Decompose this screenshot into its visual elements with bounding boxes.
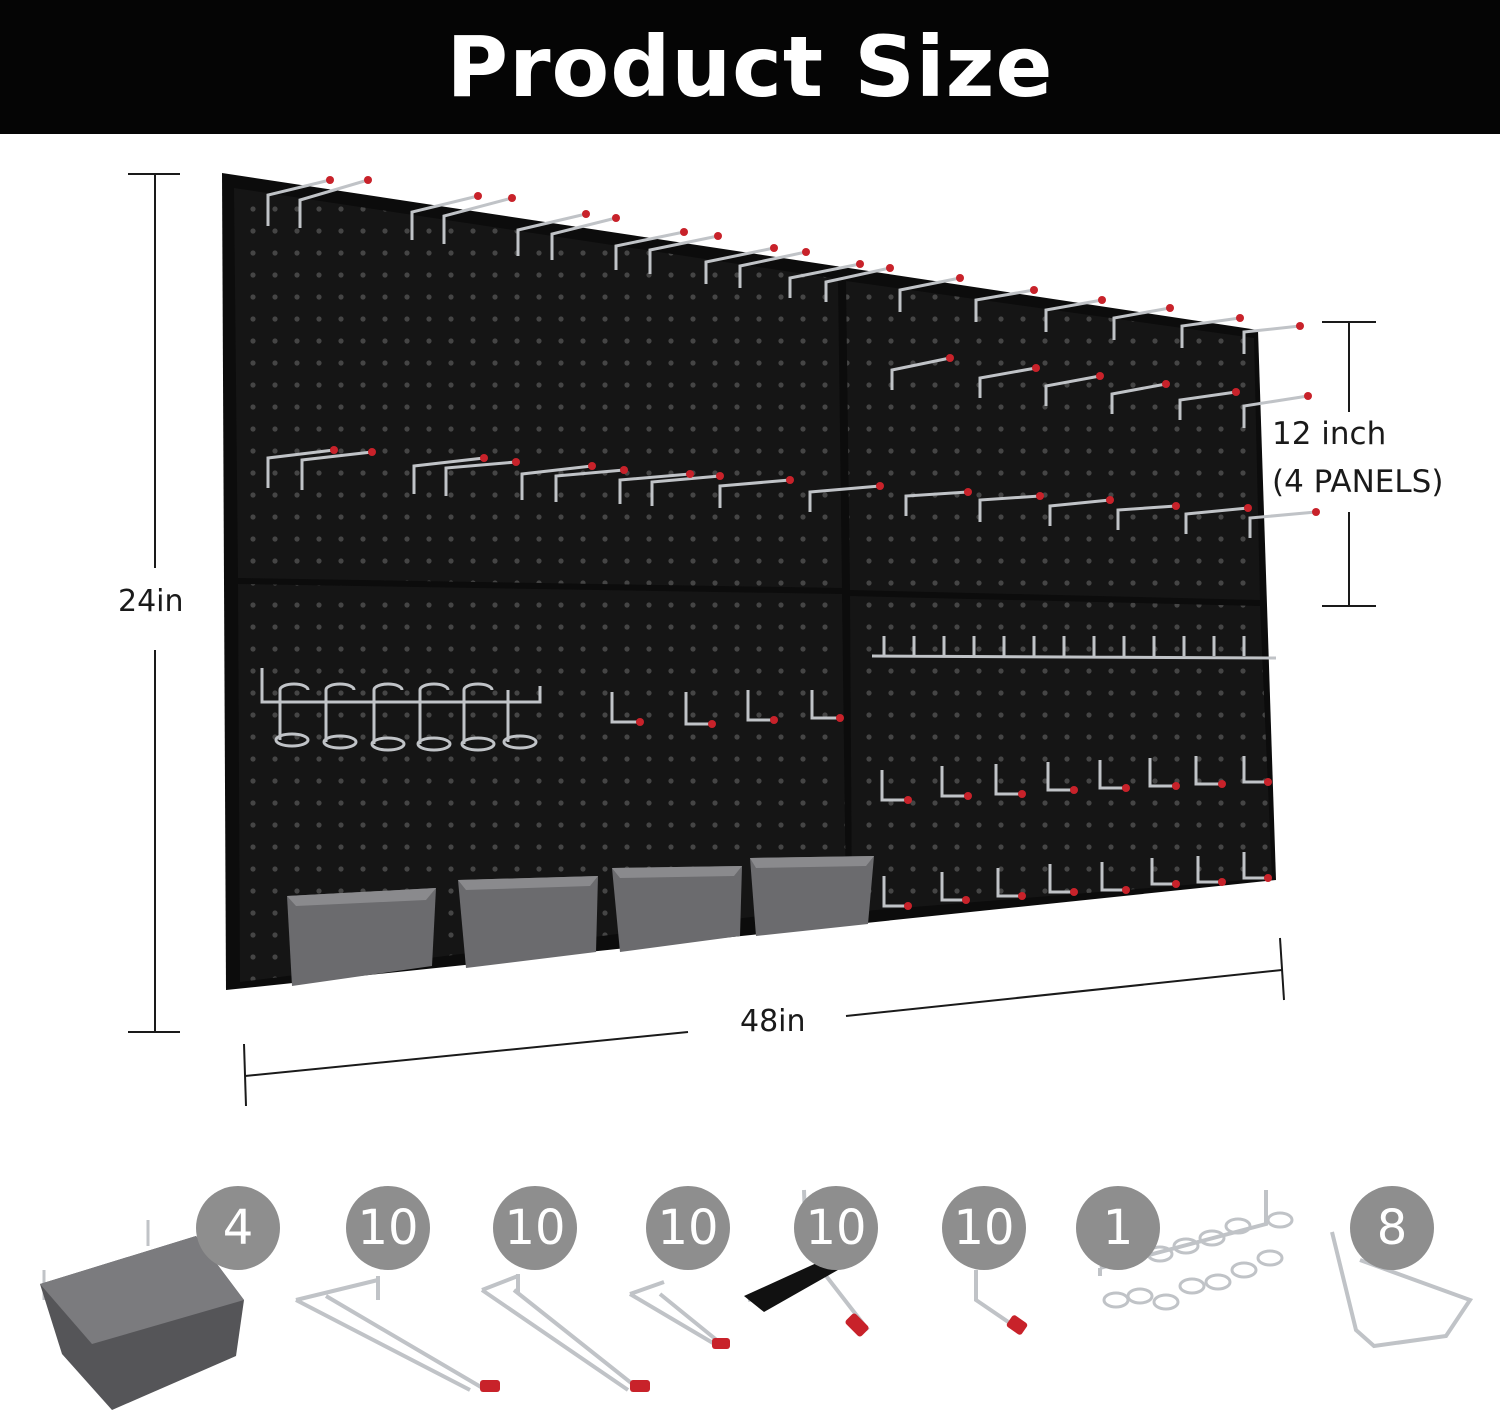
accessory-rack-rings (1102, 1211, 1294, 1311)
accessory-hooks (295, 1189, 1474, 1392)
title-banner: Product Size (0, 0, 1500, 134)
angled-hook-count-badge: 10 (794, 1186, 878, 1270)
medium-hook-count-badge: 10 (493, 1186, 577, 1270)
bin-count-badge: 4 (196, 1186, 280, 1270)
l-hook-tips (636, 714, 1272, 910)
bins-on-board (287, 856, 874, 986)
rack-count-badge: 1 (1076, 1186, 1160, 1270)
panel-size-label: 12 inch (4 PANELS) (1272, 410, 1443, 506)
dimension-lines (128, 173, 1376, 1107)
short-hook-count-badge: 10 (646, 1186, 730, 1270)
accessory-tips (480, 1313, 1028, 1392)
accessory-angled-plate (744, 1256, 852, 1312)
page-title: Product Size (446, 18, 1054, 116)
long-hook-count-badge: 10 (346, 1186, 430, 1270)
l-hook-count-badge: 10 (942, 1186, 1026, 1270)
panel-size: 12 inch (1272, 416, 1387, 452)
accessory-bin (40, 1220, 244, 1410)
l-hooks-on-board (610, 636, 1277, 908)
hooks-top-row (266, 178, 1317, 538)
hook-tips (326, 176, 1320, 516)
pegboard (222, 173, 1276, 990)
panel-count: (4 PANELS) (1272, 464, 1444, 500)
width-label: 48in (740, 1004, 806, 1039)
height-label: 24in (118, 584, 184, 619)
rack-on-board (260, 668, 542, 752)
u-hook-count-badge: 8 (1350, 1186, 1434, 1270)
